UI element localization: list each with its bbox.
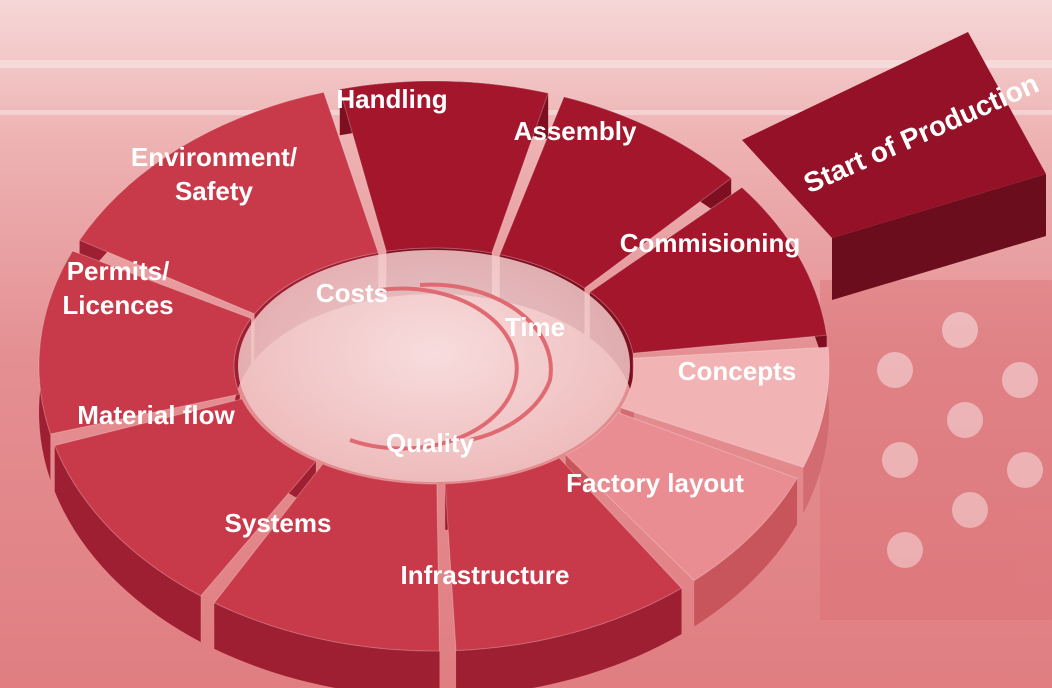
start-box-side: [832, 174, 1046, 300]
start-of-production-box: Start of Production: [742, 32, 1046, 300]
ring-label-systems: Systems: [225, 508, 332, 538]
ring-label-line: Assembly: [514, 116, 637, 146]
inner-label-time: Time: [505, 312, 565, 342]
ring-segment-permits-licences: [38, 250, 252, 435]
ring-segment-tops: [38, 80, 830, 652]
ring-label-commissioning: Commisioning: [620, 228, 801, 258]
inner-cycle-arc: [349, 286, 519, 451]
ring-label-line: Concepts: [678, 356, 796, 386]
inner-label-quality: Quality: [386, 428, 475, 458]
ring-label-line: Permits/: [67, 256, 170, 286]
ring-label-line: Systems: [225, 508, 332, 538]
ring-segment-side-material-flow: [54, 445, 201, 642]
ring-label-handling: Handling: [336, 84, 447, 114]
inner-label-costs: Costs: [316, 278, 388, 308]
ring-segment-concepts: [620, 346, 830, 468]
ring-segment-factory-layout: [564, 411, 798, 582]
ring-label-line: Handling: [336, 84, 447, 114]
ring-segment-side-systems: [214, 602, 440, 688]
start-box-top: [742, 32, 1046, 238]
inner-cycle-arc-right: [419, 282, 553, 442]
ring-label-environment-safety: Environment/Safety: [131, 142, 297, 206]
ring-label-material-flow: Material flow: [77, 400, 235, 430]
ring-segment-side-concepts: [803, 347, 829, 514]
ring-label-line: Environment/: [131, 142, 297, 172]
ring-label-line: Licences: [62, 290, 173, 320]
ring-segment-systems: [213, 463, 441, 652]
ring-label-assembly: Assembly: [514, 116, 637, 146]
ring-label-line: Material flow: [77, 400, 235, 430]
inner-circle: [238, 250, 630, 482]
ring-segment-side-factory-layout: [694, 478, 798, 627]
ring-segment-assembly: [499, 96, 733, 289]
ring-label-line: Infrastructure: [400, 560, 569, 590]
ring-labels: HandlingAssemblyCommisioningConceptsFact…: [62, 84, 800, 590]
inner-cycle: Costs Time Quality: [238, 250, 630, 482]
ring-segment-infrastructure: [444, 457, 683, 652]
ring-segment-material-flow: [53, 398, 317, 597]
ring-segment-commissioning: [589, 186, 828, 354]
ring-label-line: Commisioning: [620, 228, 801, 258]
ring-label-permits-licences: Permits/Licences: [62, 256, 173, 320]
ring-segment-handling: [339, 80, 549, 254]
ring-label-line: Factory layout: [566, 468, 744, 498]
ring-label-factory-layout: Factory layout: [566, 468, 744, 498]
ring-label-infrastructure: Infrastructure: [400, 560, 569, 590]
ring-segment-environment-safety: [78, 91, 379, 315]
ring-segment-side-infrastructure: [456, 588, 682, 688]
ring-label-line: Safety: [175, 176, 254, 206]
ring-label-concepts: Concepts: [678, 356, 796, 386]
background-decoration: [0, 60, 1052, 620]
